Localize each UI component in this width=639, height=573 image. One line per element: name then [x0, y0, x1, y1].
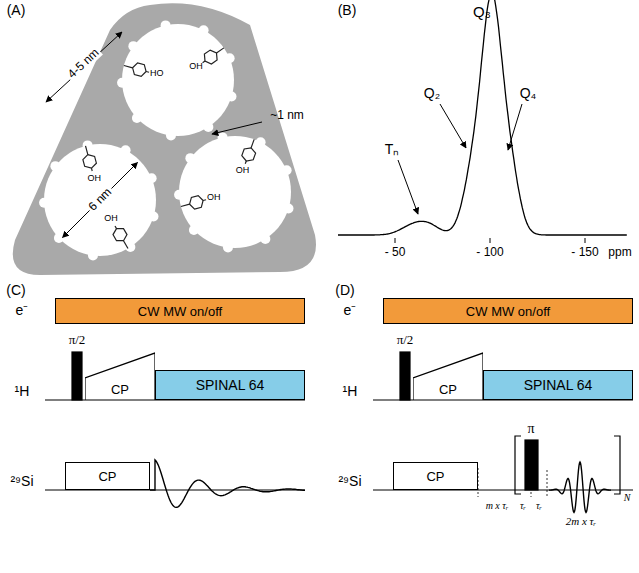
axis-ticks: [395, 238, 585, 243]
annotation-label: e⁻: [16, 303, 29, 318]
annotation-label: - 150: [571, 246, 598, 259]
block-label: CP: [98, 469, 116, 484]
leader-arrow: [508, 104, 522, 150]
symbol-label: τᵣ: [520, 500, 526, 511]
pulse-sequence-c: [45, 352, 305, 507]
annotation-label: Q₃: [473, 4, 491, 21]
annotation-label: (B): [338, 3, 357, 18]
annotation-label: ppm: [608, 246, 631, 259]
annotation-label: ~1 nm: [270, 109, 304, 122]
annotation-label: Q₄: [520, 86, 537, 101]
symbol-label: m x τᵣ: [486, 500, 509, 511]
annotation-label: ²⁹Si: [338, 474, 361, 489]
annotation-label: ²⁹Si: [10, 474, 33, 489]
symbol-label: π/2: [69, 333, 86, 347]
symbol-label: π: [527, 421, 534, 436]
annotation-label: Q₂: [424, 86, 440, 101]
leader-arrow: [398, 160, 418, 214]
leader-arrow: [212, 122, 262, 134]
hydroxyl-label: HO: [150, 69, 164, 79]
annotation-label: (D): [335, 283, 354, 298]
block-label: SPINAL 64: [524, 377, 593, 393]
annotation-label: ¹H: [343, 384, 358, 399]
annotation-label: ¹H: [15, 384, 30, 399]
annotation-label: (A): [7, 3, 26, 18]
pulse-block: CW MW on/off: [383, 298, 633, 324]
hydroxyl-label: OH: [104, 214, 118, 224]
block-label: CP: [426, 469, 444, 484]
cp-ramp: CP: [85, 352, 155, 400]
hydroxyl-label: OH: [236, 166, 250, 176]
symbol-label: τᵣ: [536, 500, 542, 511]
block-label: CW MW on/off: [138, 304, 222, 319]
annotation-label: e⁻: [344, 303, 357, 318]
annotation-label: - 50: [385, 246, 406, 259]
hydroxyl-label: OH: [189, 62, 203, 72]
symbol-label: N: [624, 492, 631, 503]
nmr-spectrum: [338, 0, 627, 235]
phenol-groups: [83, 48, 256, 249]
block-label: CP: [111, 382, 129, 397]
pulse-block: CP: [393, 462, 478, 490]
block-label: SPINAL 64: [196, 377, 265, 393]
pores: [39, 20, 293, 260]
annotation-label: (C): [6, 283, 25, 298]
pulse-block: CP: [65, 462, 150, 490]
annotation-label: - 100: [476, 246, 503, 259]
pulse-block: CW MW on/off: [55, 298, 305, 324]
annotation-label: Tₙ: [385, 142, 400, 157]
dimension-line: [46, 32, 122, 102]
silica-matrix: [13, 3, 316, 275]
leader-arrow: [440, 104, 466, 148]
pulse-sequence-d: [373, 352, 633, 512]
pulse-block: SPINAL 64: [483, 370, 633, 400]
hydroxyl-label: OH: [88, 174, 102, 184]
pulse-block: SPINAL 64: [155, 370, 305, 400]
cp-ramp: CP: [413, 352, 483, 400]
dimension-line: [63, 163, 138, 238]
symbol-label: π/2: [397, 333, 414, 347]
hydroxyl-label: OH: [207, 193, 221, 203]
block-label: CP: [439, 382, 457, 397]
symbol-label: 2m x τᵣ: [566, 515, 596, 527]
block-label: CW MW on/off: [466, 304, 550, 319]
